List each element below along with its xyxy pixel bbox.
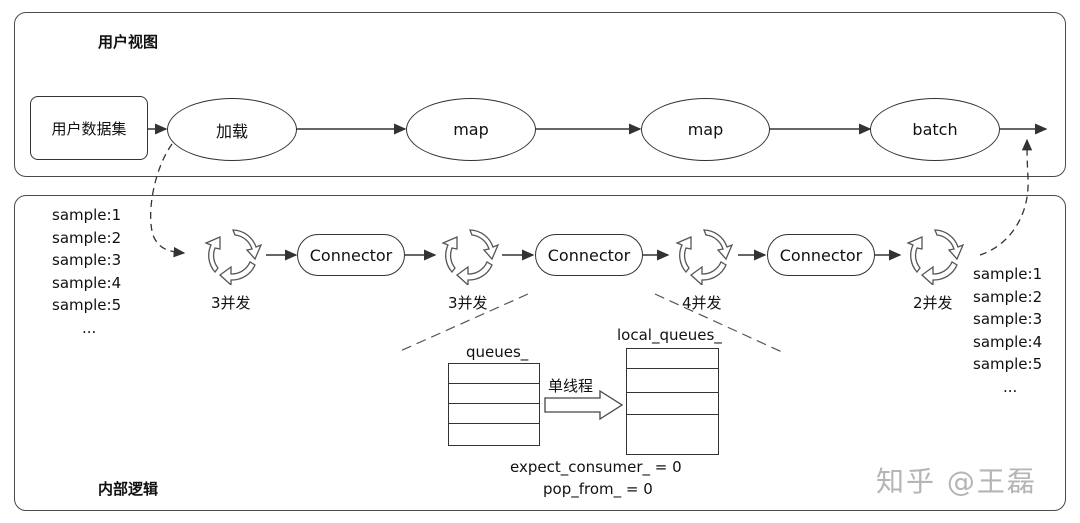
watermark: 知乎 @王磊	[876, 465, 1037, 498]
worker-cycle-icon	[675, 229, 734, 285]
input-sample: sample:1	[52, 206, 122, 224]
concurrency-label-1: 3并发	[211, 294, 251, 312]
connector-3: Connector	[767, 234, 875, 276]
worker-cycle-icon	[204, 229, 263, 285]
output-sample: sample:4	[973, 332, 1043, 351]
internal-logic-title: 内部逻辑	[98, 480, 159, 498]
output-sample: sample:5	[973, 355, 1043, 373]
worker-cycle-icon	[441, 229, 500, 285]
queues-label: queues_	[466, 343, 529, 361]
local-queue-slot	[627, 349, 718, 369]
concurrency-label-2: 3并发	[448, 294, 488, 312]
zoom-line-right	[654, 293, 783, 353]
dashed-load-to-worker	[150, 143, 186, 258]
input-sample: ...	[82, 318, 97, 337]
queue-slot	[449, 364, 539, 384]
input-sample: sample:4	[52, 273, 122, 292]
op-batch: batch	[870, 98, 1000, 161]
queue-slot	[449, 384, 539, 404]
user-dataset-box: 用户数据集	[30, 96, 148, 160]
input-sample: sample:5	[52, 296, 122, 314]
connector-2: Connector	[535, 234, 643, 276]
queues-box	[448, 363, 540, 446]
local-queue-slot	[627, 369, 718, 393]
output-sample: sample:3	[973, 310, 1043, 328]
queue-slot	[449, 404, 539, 424]
dashed-worker-to-batch	[979, 138, 1033, 256]
input-sample: sample:3	[52, 251, 122, 269]
op-map-2: map	[641, 98, 770, 161]
user-view-title: 用户视图	[98, 33, 159, 51]
op-map-1: map	[406, 98, 536, 161]
local-queues-label: local_queues_	[617, 326, 722, 344]
local-queues-box	[626, 348, 719, 455]
output-sample: ...	[1003, 377, 1018, 396]
input-sample: sample:2	[52, 228, 122, 247]
output-samples-list: sample:1 sample:2 sample:3 sample:4 samp…	[973, 263, 1042, 398]
pop-from-text: pop_from_ = 0	[543, 480, 653, 498]
expect-consumer-text: expect_consumer_ = 0	[510, 458, 682, 476]
concurrency-label-3: 4并发	[682, 294, 722, 312]
worker-cycle-icon	[906, 229, 965, 285]
queue-slot	[449, 424, 539, 446]
output-sample: sample:1	[973, 265, 1043, 283]
input-samples-list: sample:1 sample:2 sample:3 sample:4 samp…	[52, 204, 121, 339]
zoom-line-left	[397, 293, 529, 353]
local-queue-slot	[627, 415, 718, 453]
connector-1: Connector	[297, 234, 405, 276]
output-sample: sample:2	[973, 287, 1043, 306]
op-load: 加载	[167, 98, 297, 161]
single-thread-arrow	[544, 389, 624, 421]
single-thread-label: 单线程	[548, 377, 594, 395]
local-queue-slot	[627, 393, 718, 415]
concurrency-label-4: 2并发	[913, 294, 953, 312]
